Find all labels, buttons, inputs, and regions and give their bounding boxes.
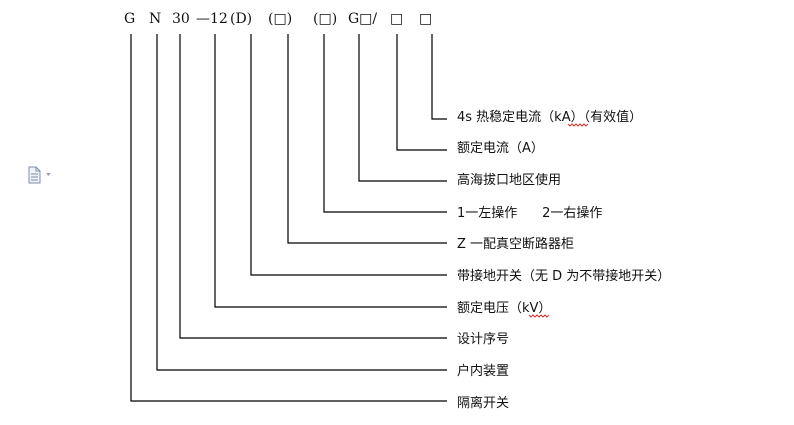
label-thermal-current: 4s 热稳定电流（kA）（有效值） [457, 109, 642, 125]
leader-line-disconnector [130, 34, 447, 402]
spellcheck-underlines [528, 123, 589, 318]
leader-line-thermal-current [431, 34, 447, 120]
code-token-side: (□) [313, 11, 337, 27]
leader-line-vacuum-breaker [287, 34, 447, 244]
label-rated-current: 额定电流（A） [457, 141, 544, 156]
leader-line-earthing-switch [250, 34, 447, 276]
leader-line-rated-voltage [214, 34, 447, 308]
label-operation-side: 1一左操作 2一右操作 [457, 205, 602, 221]
paste-options-button[interactable] [26, 166, 56, 184]
code-token-30: 30 [172, 11, 190, 27]
code-token-thermal: □ [419, 11, 432, 27]
label-rated-voltage: 额定电压（kV） [457, 301, 551, 316]
caret-down-icon [46, 173, 51, 176]
label-disconnector: 隔离开关 [457, 395, 509, 411]
code-token-n: N [149, 11, 161, 27]
leader-lines [130, 34, 447, 402]
labels: 4s 热稳定电流（kA）（有效值） 额定电流（A） 高海拔口地区使用 1一左操作… [457, 109, 670, 411]
spellcheck-underline-kv [528, 314, 550, 318]
leader-line-altitude [358, 34, 447, 182]
document-icon [28, 166, 41, 184]
label-earthing-switch: 带接地开关（无 D 为不带接地开关） [457, 268, 670, 284]
code-token-12: —12 [196, 11, 228, 27]
label-altitude: 高海拔口地区使用 [457, 172, 561, 188]
code-token-g: G [124, 11, 135, 27]
leader-line-rated-current [396, 34, 447, 151]
leader-line-operation-side [323, 34, 447, 213]
code-token-z: (□) [268, 11, 292, 27]
leader-line-design-number [179, 34, 447, 339]
label-design-number: 设计序号 [457, 332, 509, 347]
code-token-altitude: G□/ [348, 11, 377, 27]
model-code: G N 30 —12 (D) (□) (□) G□/ □ □ [124, 11, 432, 27]
label-vacuum-breaker: Z 一配真空断路器柜 [457, 236, 574, 252]
code-token-d: (D) [230, 11, 252, 27]
leader-line-indoor [156, 34, 447, 371]
spellcheck-underline-ka [567, 123, 589, 127]
code-token-current: □ [390, 11, 403, 27]
label-indoor: 户内装置 [457, 363, 509, 379]
